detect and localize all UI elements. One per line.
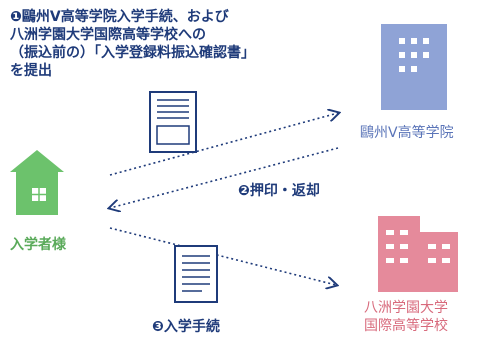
arrow-submit <box>109 113 338 176</box>
school2-label: 八洲学園大学 国際高等学校 <box>364 299 448 335</box>
school2-label-line2: 国際高等学校 <box>364 318 448 334</box>
step1-line3: （振込前の）「入学登録料振込確認書」 <box>10 45 255 61</box>
document-icon <box>174 245 218 303</box>
school1-label: 鷗州V高等学院 <box>360 125 454 141</box>
house-icon <box>10 150 64 215</box>
pink-building-icon <box>378 216 458 292</box>
step1-line2: 八洲学園大学国際高等学校への <box>10 27 206 43</box>
arrow-return <box>110 147 339 208</box>
step1-line4: を提出 <box>10 63 52 79</box>
blue-building-icon <box>381 24 447 110</box>
arrow-enrollment <box>109 227 336 285</box>
applicant-label: 入学者様 <box>10 237 66 253</box>
school2-label-line1: 八洲学園大学 <box>364 300 448 316</box>
step1-line1: ❶鷗州V高等学院入学手続、および <box>10 9 229 25</box>
step1-description: ❶鷗州V高等学院入学手続、および 八洲学園大学国際高等学校への （振込前の）「入… <box>10 8 350 80</box>
document-form-icon <box>149 91 197 153</box>
step3-label: ❸入学手続 <box>152 319 220 335</box>
step2-label: ❷押印・返却 <box>238 183 320 199</box>
